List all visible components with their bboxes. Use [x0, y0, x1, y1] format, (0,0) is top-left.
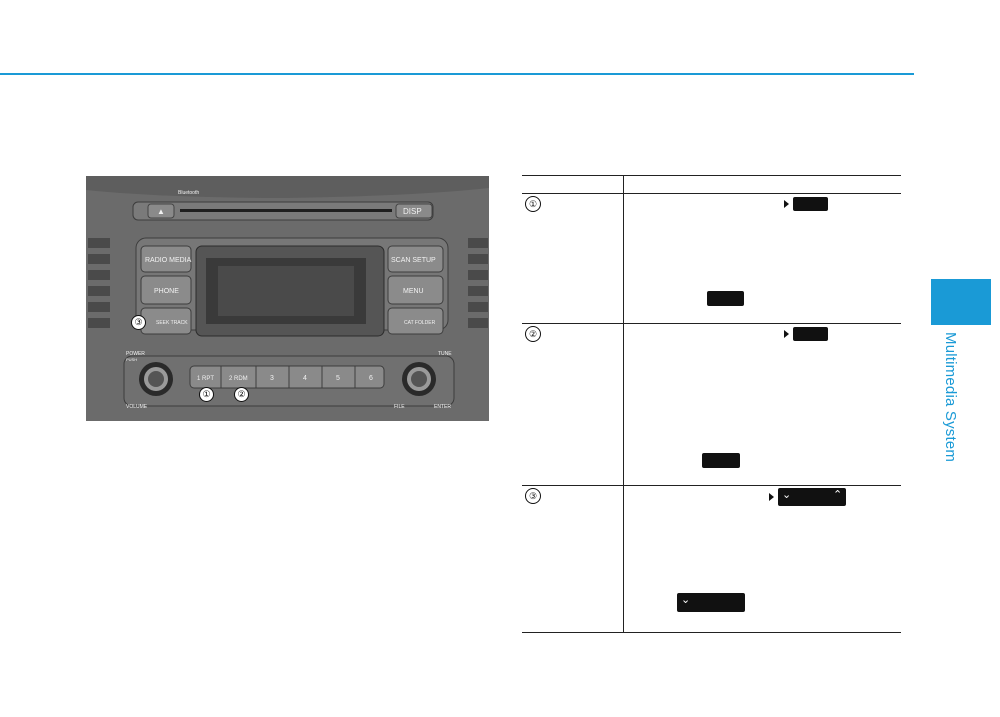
table-row-divider	[522, 323, 901, 324]
table-bottom-rule	[522, 632, 901, 633]
seek-track-button-graphic: ⌄ ⌃	[778, 488, 846, 506]
phone-button-label: PHONE	[154, 288, 179, 295]
enter-label: ENTER	[434, 404, 451, 410]
preset-1-label: 1 RPT	[197, 376, 214, 382]
chevron-down-icon: ⌄	[681, 594, 691, 606]
section-tab-label: Multimedia System	[942, 332, 959, 463]
triangle-icon	[784, 200, 789, 208]
section-tab-label-wrap: Multimedia System	[934, 332, 964, 462]
preset-5-label: 5	[336, 375, 340, 382]
seek-button-graphic: ⌄	[677, 593, 745, 612]
triangle-icon	[784, 330, 789, 338]
row-number-3: ③	[525, 488, 541, 504]
volume-label: VOLUME	[126, 404, 148, 410]
table-row-divider	[522, 485, 901, 486]
power-label: POWER	[126, 351, 145, 357]
button-graphic	[702, 453, 740, 468]
button-graphic	[707, 291, 744, 306]
bluetooth-label: Bluetooth	[178, 190, 199, 196]
callout-2: ②	[234, 387, 249, 402]
row-number-2: ②	[525, 326, 541, 342]
radio-media-button-label: RADIO MEDIA	[145, 257, 192, 264]
table-top-rule	[522, 175, 901, 176]
radio-photo: Bluetooth ▲ DISP RADIO MEDIA PHONE SEEK …	[86, 176, 489, 421]
eject-icon: ▲	[157, 207, 165, 216]
cat-folder-button-label: CAT FOLDER	[404, 320, 436, 326]
menu-button-label: MENU	[403, 288, 424, 295]
table-header-rule	[522, 193, 901, 194]
button-graphic	[793, 197, 828, 211]
chevron-down-icon: ⌄	[782, 489, 792, 501]
preset-3-label: 3	[270, 375, 274, 382]
push-label: PUSH	[126, 357, 137, 362]
section-tab	[931, 279, 991, 325]
chevron-up-icon: ⌃	[833, 489, 843, 501]
radio-illustration: Bluetooth ▲ DISP RADIO MEDIA PHONE SEEK …	[86, 176, 489, 421]
row-number-1: ①	[525, 196, 541, 212]
triangle-icon	[769, 493, 774, 501]
button-graphic	[793, 327, 828, 341]
seek-track-button-label: SEEK TRACK	[156, 320, 188, 326]
preset-6-label: 6	[369, 375, 373, 382]
callout-3: ③	[131, 315, 146, 330]
table-column-divider	[623, 175, 624, 633]
function-table: ① ② ③ ⌄ ⌃ ⌄	[522, 175, 901, 633]
preset-4-label: 4	[303, 375, 307, 382]
header-rule	[0, 73, 914, 75]
preset-2-label: 2 RDM	[229, 376, 248, 382]
scan-setup-button-label: SCAN SETUP	[391, 257, 436, 264]
tune-label: TUNE	[438, 351, 452, 357]
file-label: FILE	[394, 404, 405, 410]
callout-1: ①	[199, 387, 214, 402]
disp-button-label: DISP	[403, 207, 422, 216]
